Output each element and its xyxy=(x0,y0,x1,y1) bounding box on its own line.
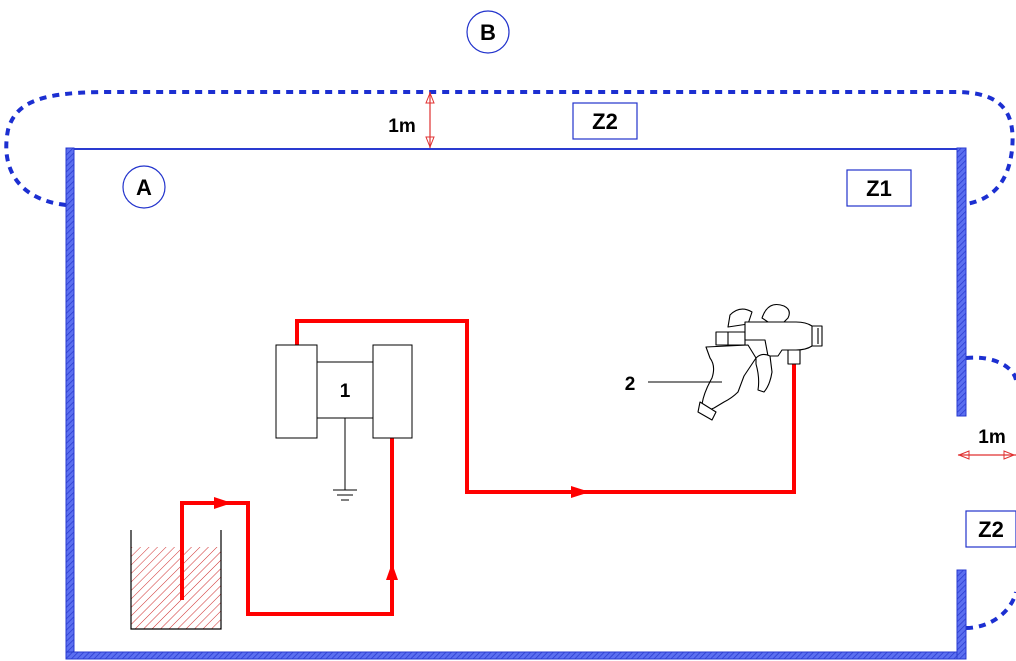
dimension-right-label: 1m xyxy=(978,427,1005,448)
suction-line xyxy=(180,438,394,616)
flow-arrow-supply xyxy=(571,486,590,498)
svg-text:Z2: Z2 xyxy=(978,517,1004,542)
flow-arrow-suction-top xyxy=(214,497,232,509)
dimension-top-label: 1m xyxy=(388,116,415,137)
area-a-marker: A xyxy=(122,165,166,209)
area-b-marker: B xyxy=(466,10,510,54)
svg-text:1: 1 xyxy=(340,381,351,402)
svg-text:Z2: Z2 xyxy=(592,109,618,134)
svg-text:A: A xyxy=(136,175,152,200)
dimension-right xyxy=(957,450,1016,460)
svg-text:Z1: Z1 xyxy=(866,176,892,201)
booth-wall-bottom xyxy=(65,651,967,660)
zone-label-inside: Z1 xyxy=(846,169,912,207)
zone-2-boundary-right-upper xyxy=(965,355,1016,381)
supply-line xyxy=(295,319,796,494)
booth-wall-right-lower xyxy=(956,569,967,660)
zone-label-right: Z2 xyxy=(965,510,1016,548)
booth-wall-top xyxy=(74,148,958,150)
ground-symbol xyxy=(333,418,357,501)
zone-label-top: Z2 xyxy=(572,102,638,140)
pump: 1 xyxy=(275,344,413,439)
spray-gun-label: 2 xyxy=(625,374,636,395)
spray-gun xyxy=(697,303,823,421)
booth-wall-left xyxy=(65,147,75,659)
paint-container xyxy=(130,530,222,630)
zone-2-boundary-top xyxy=(4,90,1015,207)
zone-2-boundary-right-lower xyxy=(965,591,1016,630)
booth-wall-right-upper xyxy=(956,147,967,417)
flow-arrow-suction-up xyxy=(386,563,398,580)
dimension-top xyxy=(425,91,435,149)
svg-text:B: B xyxy=(480,20,496,45)
